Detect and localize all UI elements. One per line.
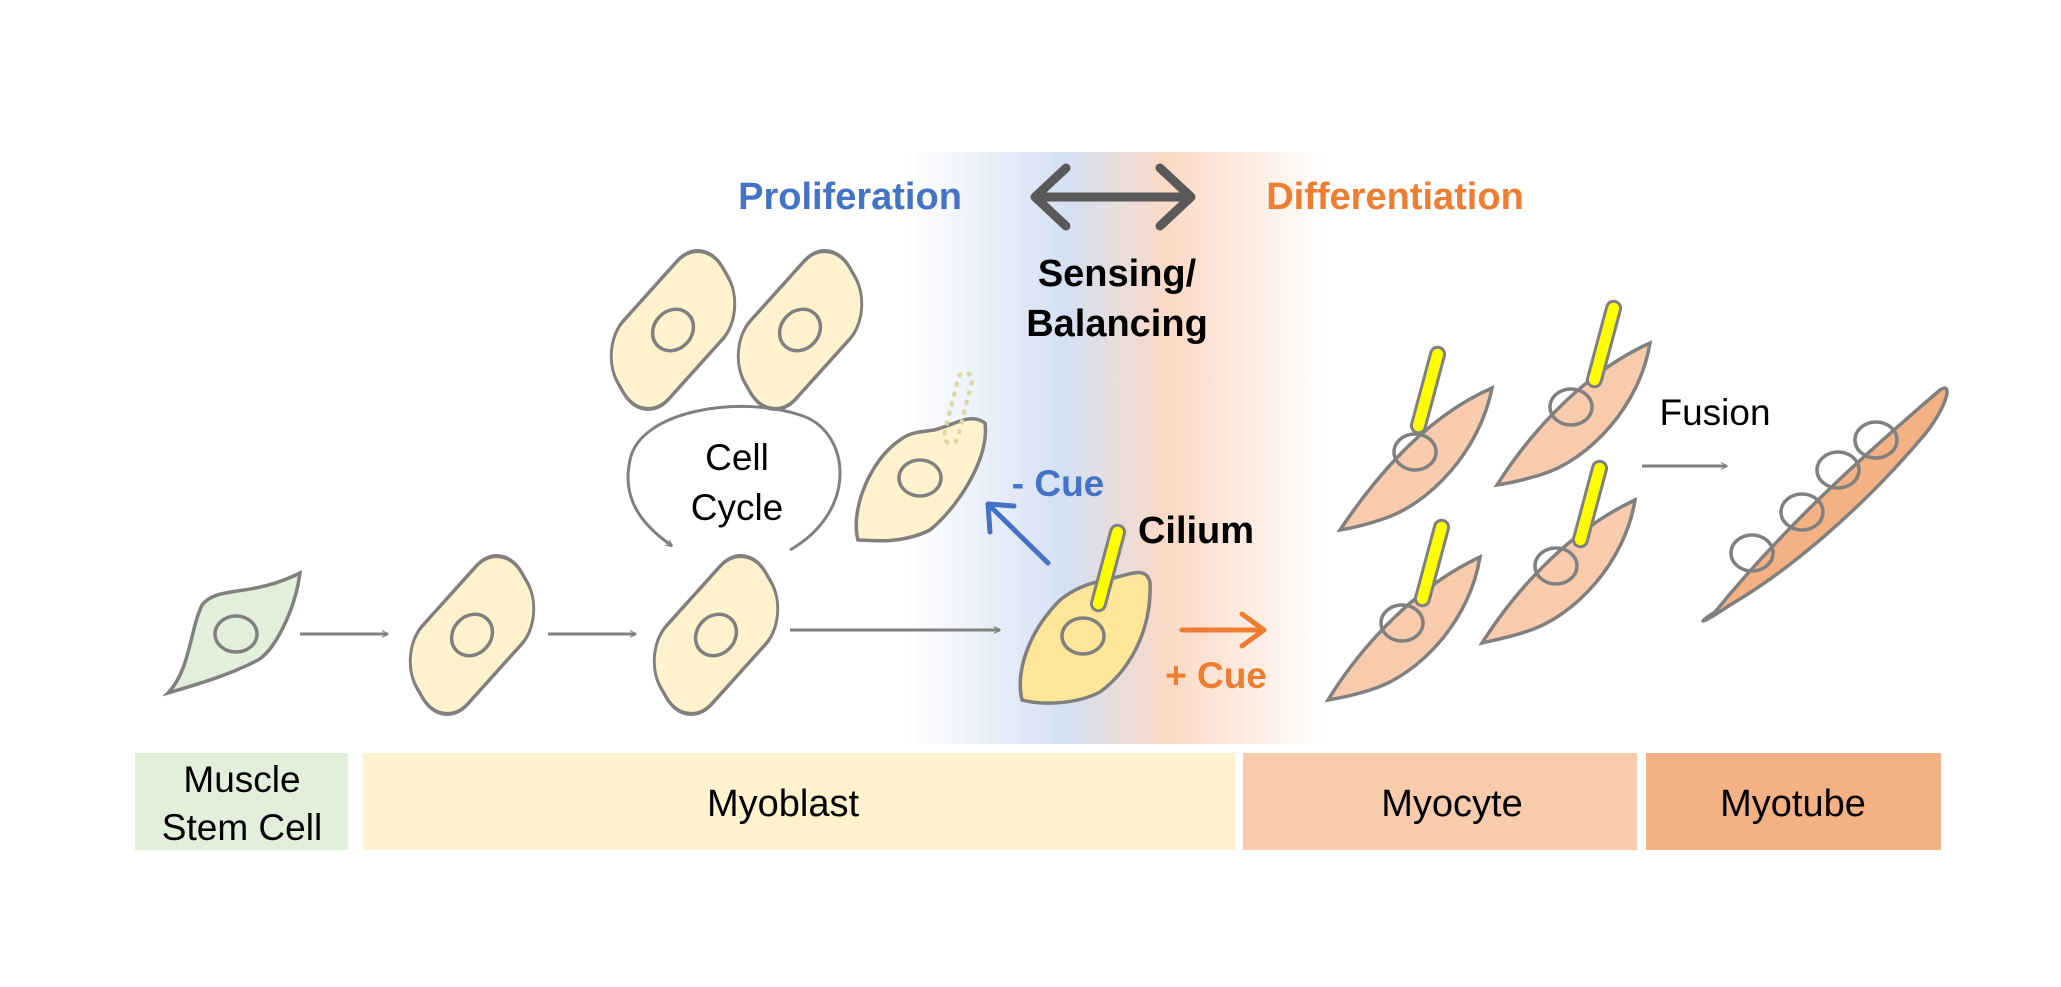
myocyte-cilium-icon-2	[1585, 299, 1623, 389]
differentiation-label: Differentiation	[1266, 176, 1524, 218]
cell-cycle-loop-arrow	[626, 404, 842, 552]
myocyte-cilium-icon-1	[1409, 345, 1447, 435]
stage-label-stem-cell: Muscle	[183, 759, 300, 800]
cilium-label: Cilium	[1138, 510, 1254, 552]
muscle-stem-cell	[162, 569, 303, 697]
stage-label-myotube: Myotube	[1720, 783, 1866, 825]
proliferation-label: Proliferation	[738, 176, 962, 218]
cell-cycle-label-2: Cycle	[691, 487, 784, 528]
stage-bar-myocyte	[1243, 753, 1637, 850]
balancing-label: Balancing	[1026, 303, 1208, 345]
stage-label-myoblast: Myoblast	[707, 783, 859, 825]
myotube-cell	[1701, 386, 1949, 623]
stage-bar-stem-cell	[135, 753, 348, 850]
minus-cue-arrow-icon	[985, 501, 1051, 566]
plus-cue-label: + Cue	[1165, 655, 1267, 696]
cell-cycle-label: Cell	[705, 437, 769, 478]
myoblast-daughter-2	[736, 249, 864, 411]
ciliated-myoblast	[1018, 523, 1152, 705]
myocyte-cilium-icon-4	[1571, 459, 1609, 549]
myocyte-cell-2	[1493, 299, 1653, 488]
myocyte-cell-4	[1478, 459, 1638, 646]
cilium-icon	[1089, 523, 1127, 613]
sensing-label: Sensing/	[1038, 253, 1197, 295]
stage-label-myocyte: Myocyte	[1381, 783, 1522, 825]
stage-bar-myotube	[1646, 753, 1941, 850]
myocyte-cilium-icon-3	[1413, 518, 1451, 608]
plus-cue-arrow-icon	[1179, 611, 1267, 649]
double-arrow-icon	[1030, 163, 1196, 231]
myoblast-cell-1	[408, 554, 536, 716]
stage-label-stem-cell-2: Stem Cell	[162, 807, 322, 848]
minus-cue-label: - Cue	[1012, 463, 1105, 504]
fusion-label: Fusion	[1659, 392, 1770, 433]
myocyte-cell-3	[1324, 518, 1483, 703]
myoblast-daughter-1	[609, 249, 737, 411]
stage-bar-myoblast	[363, 753, 1235, 850]
myocyte-cell-1	[1336, 345, 1495, 533]
myoblast-cell-2	[652, 554, 780, 716]
